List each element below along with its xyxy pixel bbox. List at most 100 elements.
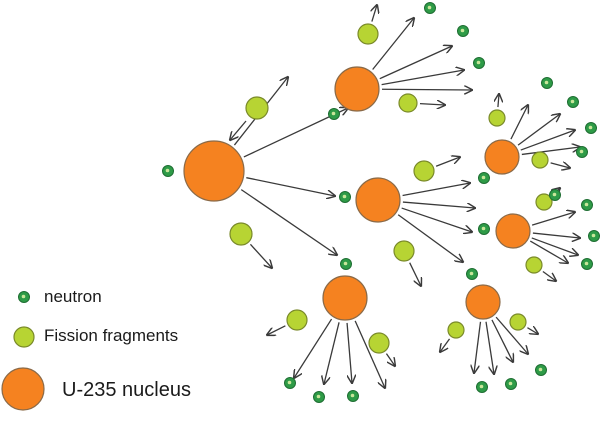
fission-fragment [488,109,506,127]
emission-arrow [267,325,286,335]
neutron [585,122,597,134]
neutron [476,381,488,393]
u235-nucleus-right-upper [484,139,520,175]
emission-arrow [435,157,460,167]
emission-arrow [354,320,385,388]
neutron-core [342,194,347,199]
neutron [541,77,553,89]
legend-fragment-icon [13,326,35,348]
fission-fragment [525,256,543,274]
emission-arrow [498,94,499,108]
neutron-core [343,261,348,266]
neutron-core [591,233,596,238]
emission-arrow [401,207,472,232]
fission-fragment [535,193,553,211]
fission-fragment [509,313,527,331]
emission-arrow [381,89,472,90]
emission-arrow [419,104,445,105]
neutron-core [460,28,465,33]
neutron [313,391,325,403]
neutron [576,146,588,158]
emission-arrow [531,212,575,226]
fission-fragment [447,321,465,339]
u235-nucleus-bottom-right [465,284,501,320]
emission-arrow [240,189,337,255]
legend-label-fragments: Fission fragments [44,326,179,345]
neutron-core [584,202,589,207]
emission-arrow [385,353,395,366]
neutron-core [350,393,355,398]
neutron [284,377,296,389]
neutron-core [552,192,557,197]
neutron-core [579,149,584,154]
neutron-core [21,294,26,299]
neutron [473,57,485,69]
neutron [466,268,478,280]
neutron [347,390,359,402]
emission-arrow [520,130,575,151]
emission-arrow [510,105,528,140]
neutron-core [570,99,575,104]
emission-arrow [346,322,352,383]
neutron-core [588,125,593,130]
legend-label-nucleus: U-235 nucleus [62,379,191,401]
u235-nucleus-middle [355,177,401,223]
emission-arrow [230,120,247,140]
emission-arrow [550,163,570,168]
emission-arrow [397,214,463,262]
emission-arrow [409,262,421,286]
neutron-core [479,384,484,389]
particle-layer [1,2,600,411]
fission-fragment [393,240,415,262]
emission-arrow [485,321,494,374]
neutron [328,108,340,120]
neutron-core [508,381,513,386]
neutron [549,189,561,201]
legend-nucleus-icon [1,367,45,411]
emission-arrow [542,270,556,281]
neutron-core [469,271,474,276]
neutron [535,364,547,376]
emission-arrow [529,240,568,263]
u235-nucleus-right-lower [495,213,531,249]
emission-arrow [402,201,475,208]
emission-arrow [294,318,333,378]
emission-arrow [246,177,335,196]
emission-arrow [381,70,464,86]
emission-arrow [527,328,538,334]
neutron [478,223,490,235]
neutron [567,96,579,108]
fission-fragment [286,309,308,331]
emission-arrow [495,316,528,354]
emission-arrow [474,321,482,373]
neutron [478,172,490,184]
neutron-core [544,80,549,85]
legend-neutron-icon [18,291,30,303]
fission-fragment [229,222,253,246]
emission-arrow [491,319,513,362]
neutron [340,258,352,270]
legend-label-neutron: neutron [44,287,102,306]
fission-fragment [531,151,549,169]
neutron-core [584,261,589,266]
u235-nucleus-top [334,66,380,112]
neutron-core [481,226,486,231]
neutron-core [427,5,432,10]
neutron [505,378,517,390]
neutron-core [481,175,486,180]
emission-arrow [402,183,470,197]
emission-arrow [521,147,580,156]
incoming-neutron [162,165,174,177]
neutron [588,230,600,242]
neutron [457,25,469,37]
fission-fragment [398,93,418,113]
emission-arrow [324,322,340,384]
neutron-core [331,111,336,116]
neutron [581,258,593,270]
neutron-core [316,394,321,399]
neutron-core [165,168,170,173]
arrow-layer [230,5,580,388]
neutron-core [287,380,292,385]
